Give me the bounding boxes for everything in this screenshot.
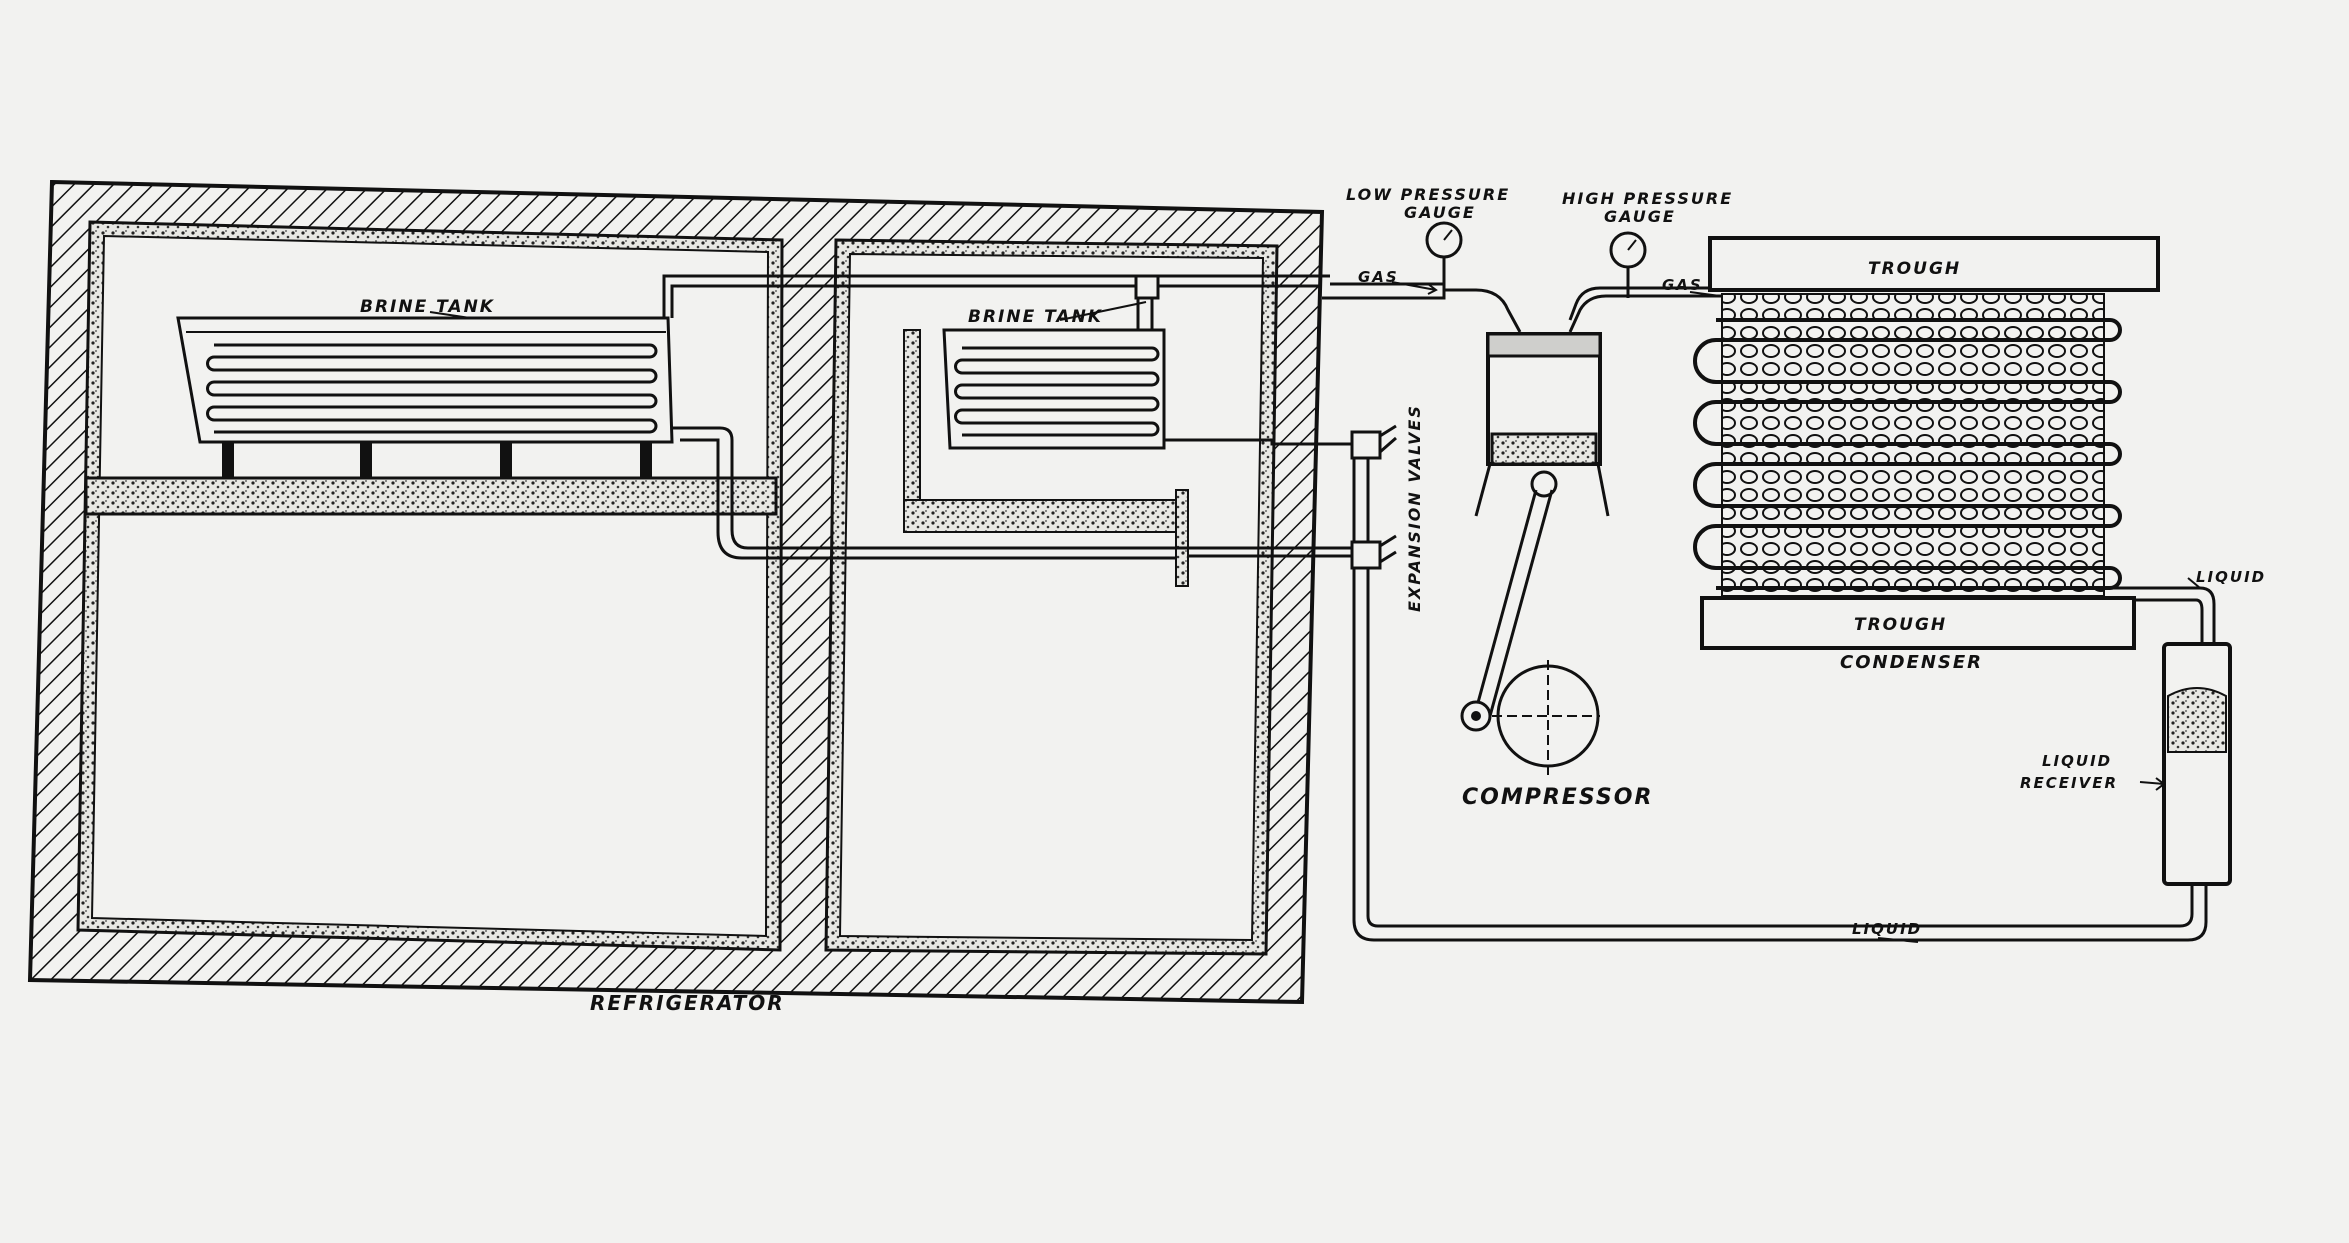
label-gas-left: GAS [1358,268,1399,286]
label-liquid-receiver-2: RECEIVER [2020,774,2118,792]
left-shelf [84,476,778,516]
condenser [1693,236,2160,650]
label-liquid-receiver-1: LIQUID [2042,752,2112,770]
right-drop-pipe [1175,489,1189,587]
label-trough-top: TROUGH [1868,259,1961,279]
label-high-pressure-gauge-1: HIGH PRESSURE [1562,189,1733,208]
right-vertical-insulation [903,329,921,527]
label-refrigerator: REFRIGERATOR [590,991,785,1015]
piston [1490,432,1598,466]
refrigerator-building [27,179,1325,1005]
brine-tank-supports [222,442,652,478]
brine-tank-right [942,328,1166,450]
label-brine-tank-left: BRINE TANK [360,297,495,317]
liquid-line-top [2100,586,2216,644]
expansion-valve-upper [1350,424,1397,460]
label-condenser: CONDENSER [1840,652,1983,673]
suction-line [662,274,1330,318]
right-shelf [903,499,1185,533]
liquid-line [1352,456,2208,942]
label-expansion-valves: EXPANSION VALVES [1405,404,1424,612]
compressor [1460,332,1610,780]
expansion-valve-lower [1350,534,1397,570]
label-high-pressure-gauge-2: GAUGE [1604,207,1676,226]
label-compressor: COMPRESSOR [1462,785,1653,810]
label-low-pressure-gauge-2: GAUGE [1404,203,1476,222]
label-low-pressure-gauge-1: LOW PRESSURE [1346,185,1510,204]
label-liquid-bottom: LIQUID [1852,920,1922,938]
leader-lines [429,281,2201,943]
label-gas-right: GAS [1662,276,1703,294]
brine-tank-left [176,316,674,444]
high-pressure-gauge [1609,231,1647,298]
liquid-receiver [2162,642,2232,886]
label-liquid-top: LIQUID [2196,568,2266,586]
label-brine-tank-right: BRINE TANK [968,307,1103,327]
low-pressure-gauge [1425,221,1463,290]
trough-bottom-box [1700,596,2136,650]
trough-top-box [1708,236,2160,292]
piping [662,274,2216,942]
label-trough-bottom: TROUGH [1854,615,1947,635]
